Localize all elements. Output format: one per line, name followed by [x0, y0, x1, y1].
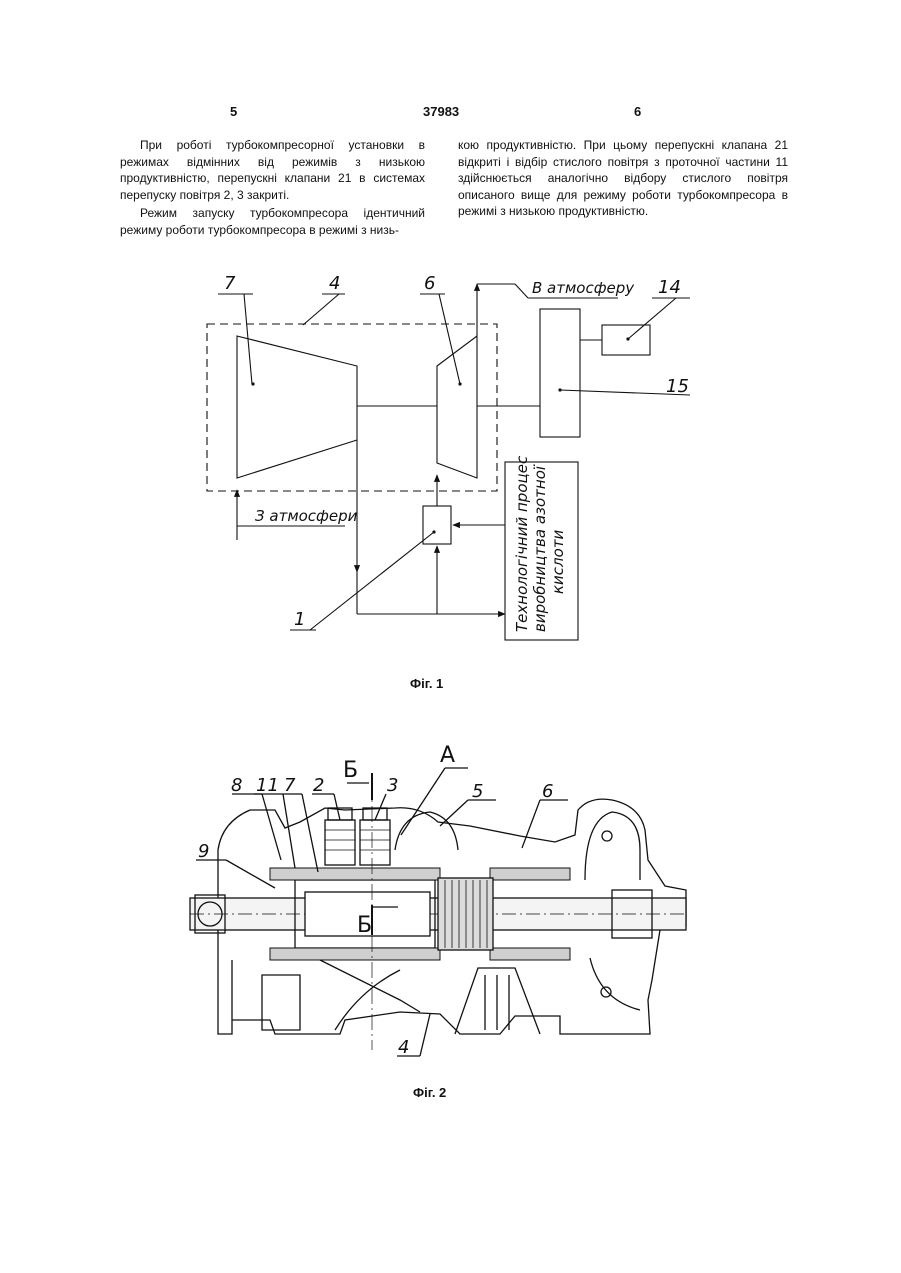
fig2-label-3: 3	[387, 775, 398, 796]
valve-2	[325, 820, 355, 865]
fig2-label-11: 11	[256, 775, 279, 796]
fig2-label-4: 4	[398, 1037, 409, 1058]
fig2-section-a: А	[440, 743, 455, 768]
fig2-label-5: 5	[472, 781, 483, 802]
blade-stack-turbine	[490, 868, 570, 880]
drum	[438, 878, 493, 950]
fig2-label-6: 6	[542, 781, 553, 802]
fig2-label-9: 9	[198, 841, 209, 862]
fig2-label-8: 8	[231, 775, 242, 796]
fig2-section-b-mid: Б	[357, 913, 372, 938]
blade-stack-compressor	[270, 868, 440, 880]
valve-3	[360, 820, 390, 865]
fig2-label-7: 7	[284, 775, 296, 796]
fig2-label-2: 2	[313, 775, 324, 796]
fig2-caption: Фіг. 2	[413, 1085, 446, 1100]
fig2-section-b-top: Б	[343, 758, 358, 783]
